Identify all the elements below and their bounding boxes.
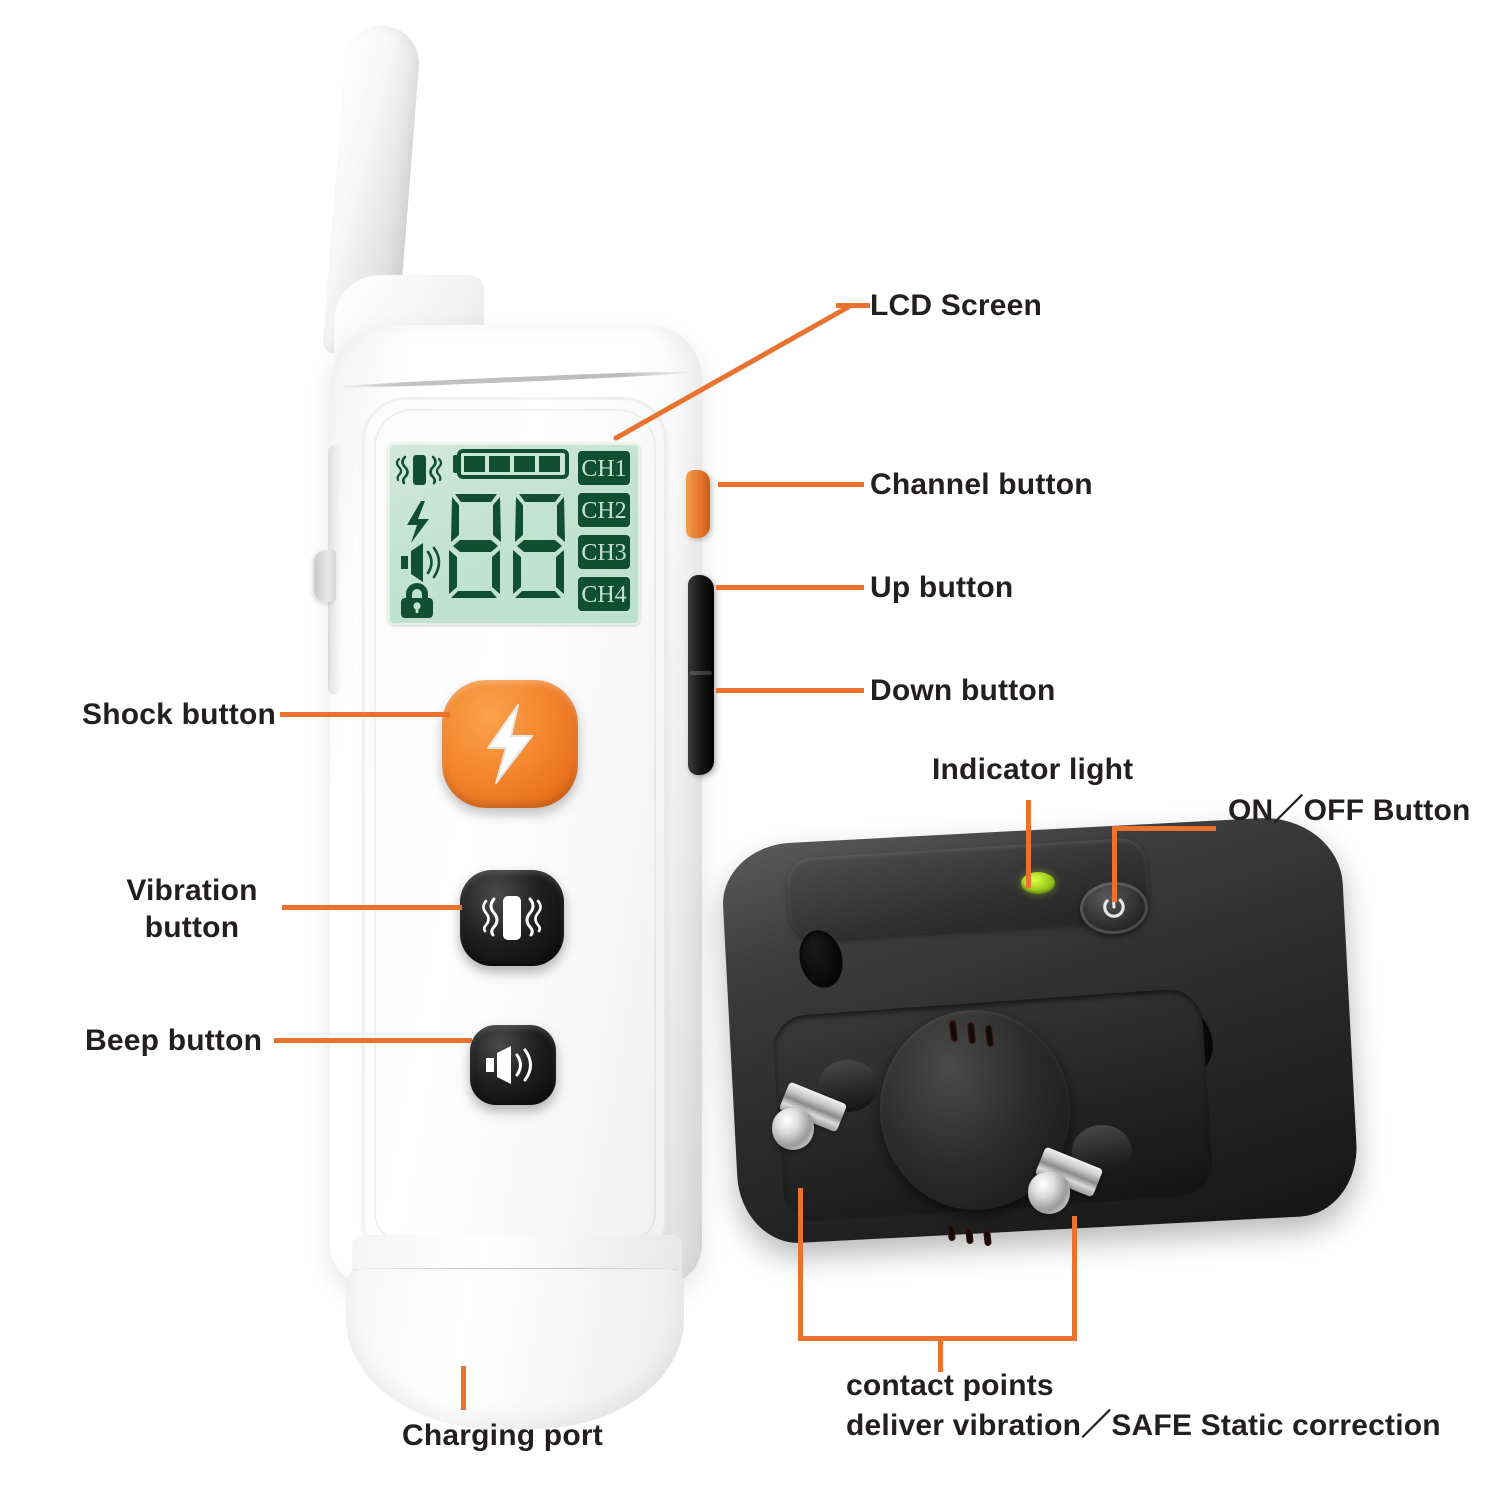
channel-button[interactable] bbox=[686, 470, 710, 538]
leader-contact-bracket bbox=[798, 1336, 1077, 1341]
lcd-ch3-label: CH3 bbox=[581, 540, 626, 566]
leader-charging-port bbox=[461, 1366, 466, 1410]
shock-button[interactable] bbox=[442, 680, 578, 808]
contact-probe-left-tip bbox=[772, 1108, 814, 1150]
leader-contact-right-vertical bbox=[1072, 1216, 1077, 1340]
leader-shock-button bbox=[280, 712, 450, 717]
lcd-ch1-label: CH1 bbox=[581, 456, 626, 482]
beep-button[interactable] bbox=[470, 1025, 556, 1105]
lightning-bolt-icon bbox=[487, 704, 533, 784]
charging-port-base bbox=[346, 1269, 684, 1429]
vibration-button[interactable] bbox=[460, 870, 564, 966]
lcd-digit-tens bbox=[449, 494, 501, 598]
lcd-segments: CH1 CH2 CH3 CH4 bbox=[395, 449, 630, 618]
label-channel-button: Channel button bbox=[870, 468, 1093, 501]
leader-up-button bbox=[716, 585, 864, 590]
label-up-button: Up button bbox=[870, 571, 1014, 604]
lcd-speaker-icon bbox=[401, 543, 441, 582]
leader-onoff-vertical bbox=[1112, 826, 1117, 902]
contact-probe-right-tip bbox=[1028, 1172, 1070, 1214]
lcd-ch4-label: CH4 bbox=[581, 582, 626, 608]
leader-lcd-screen bbox=[613, 303, 853, 441]
leader-lcd-screen-stub bbox=[836, 303, 870, 308]
lcd-lock-icon bbox=[401, 583, 433, 618]
label-indicator-light: Indicator light bbox=[932, 753, 1134, 786]
handheld-remote-transmitter: CH1 CH2 CH3 CH4 bbox=[300, 23, 720, 1429]
label-vibration-line2: button bbox=[144, 910, 240, 944]
label-beep-button: Beep button bbox=[85, 1024, 263, 1057]
lcd-screen: CH1 CH2 CH3 CH4 bbox=[388, 443, 640, 625]
leader-indicator-light bbox=[1026, 800, 1031, 888]
lcd-ch2-label: CH2 bbox=[581, 498, 626, 524]
label-onoff-button: ON／OFF Button bbox=[1228, 794, 1471, 827]
lcd-channel-boxes: CH1 CH2 CH3 CH4 bbox=[578, 451, 630, 611]
lcd-digit-ones bbox=[513, 494, 565, 598]
lcd-shock-bolt-icon bbox=[407, 501, 429, 543]
leader-onoff-horizontal bbox=[1112, 826, 1216, 831]
collar-receiver-unit bbox=[719, 814, 1361, 1280]
label-vibration-button: Vibration button bbox=[112, 873, 272, 946]
label-shock-button: Shock button bbox=[82, 698, 277, 731]
label-vibration-line1: Vibration bbox=[126, 874, 258, 907]
leader-contact-stem bbox=[938, 1336, 943, 1372]
up-down-rocker-button[interactable] bbox=[688, 575, 714, 775]
label-contact-points-line1: contact points bbox=[846, 1369, 1054, 1402]
leader-vibration-button bbox=[282, 905, 462, 910]
vibration-phone-icon bbox=[482, 896, 542, 940]
left-side-button[interactable] bbox=[314, 550, 336, 602]
lcd-battery-icon bbox=[453, 449, 569, 479]
label-down-button: Down button bbox=[870, 674, 1056, 707]
leader-contact-left-vertical bbox=[798, 1188, 803, 1340]
label-charging-port: Charging port bbox=[402, 1419, 603, 1452]
label-lcd-screen: LCD Screen bbox=[870, 289, 1043, 322]
leader-down-button bbox=[716, 688, 864, 693]
leader-beep-button bbox=[274, 1038, 472, 1043]
leader-channel-button bbox=[718, 482, 864, 487]
label-contact-points-line2: deliver vibration／SAFE Static correction bbox=[846, 1409, 1441, 1442]
lcd-vibration-icon bbox=[395, 455, 443, 485]
speaker-wave-icon bbox=[486, 1046, 532, 1084]
